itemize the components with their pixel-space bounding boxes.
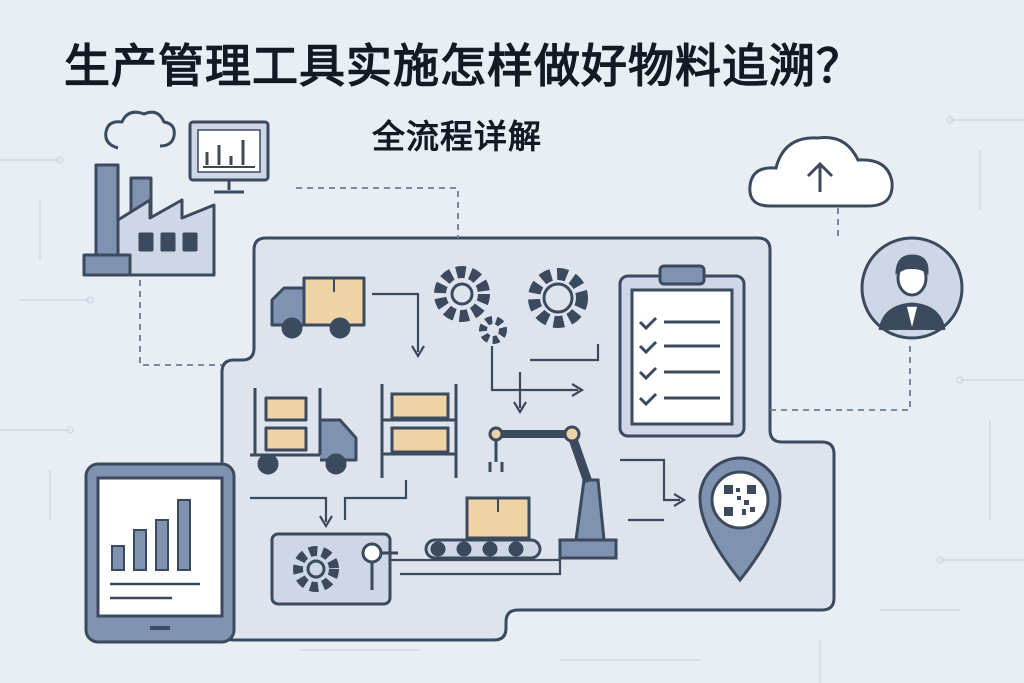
page-title: 生产管理工具实施怎样做好物料追溯？ xyxy=(64,39,863,93)
forklift-icon xyxy=(250,388,358,475)
qr-location-pin-icon xyxy=(698,456,782,583)
checklist-clipboard-icon xyxy=(618,264,746,438)
conveyor-belt-icon xyxy=(424,496,542,560)
storage-rack-icon xyxy=(380,384,458,478)
page-subtitle: 全流程详解 xyxy=(372,117,542,156)
user-avatar-icon xyxy=(860,236,964,340)
background-circuit-lines xyxy=(0,116,1024,683)
robot-arm-icon xyxy=(488,425,618,560)
delivery-truck-icon xyxy=(270,276,366,339)
factory-icon xyxy=(82,110,216,277)
monitor-chart-icon xyxy=(188,120,270,194)
flow-arrows xyxy=(250,292,687,576)
cloud-upload-icon xyxy=(748,135,894,208)
tablet-bar-chart-icon xyxy=(84,462,236,644)
gears-icon xyxy=(434,266,588,344)
machine-gear-icon xyxy=(270,532,398,606)
